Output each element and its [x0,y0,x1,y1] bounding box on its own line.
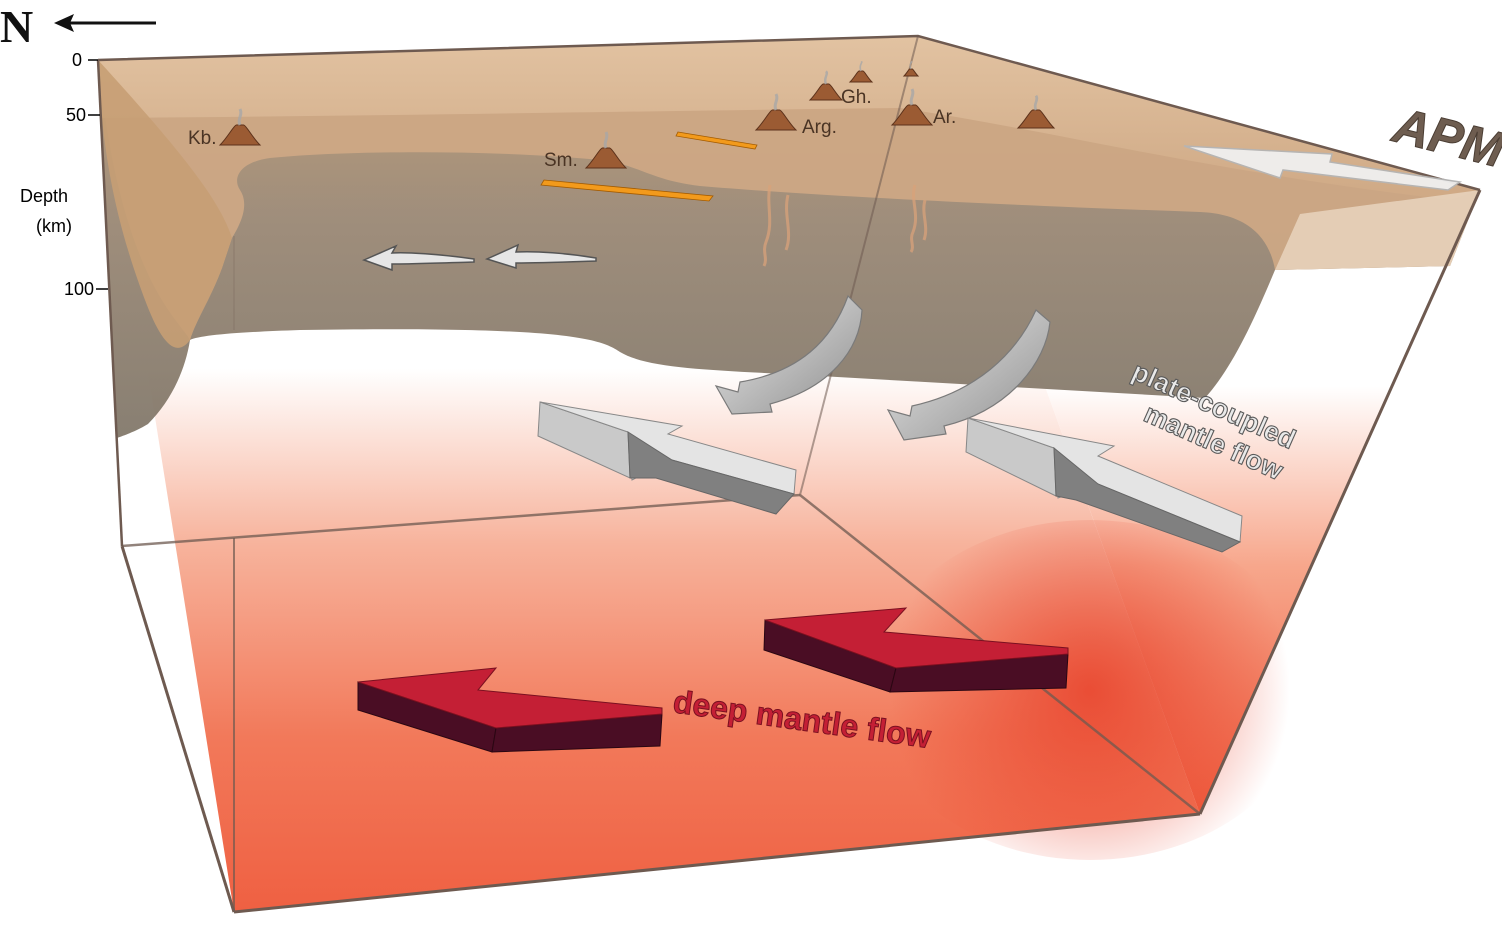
curved-flow-arrow [886,309,1051,441]
depth-axis: 0 50 100 Depth (km) [20,50,108,299]
volcano-icon [218,108,262,146]
box-edge-mid-horizontal [121,493,801,548]
crust-right-edge [1275,190,1480,270]
depth-tick-label-100: 100 [64,279,94,299]
apm-arrow [1183,145,1463,191]
curved-flow-arrow [714,294,863,415]
depth-axis-title-line2: (km) [36,216,72,236]
crust-top-surface [98,36,1480,200]
volcano-icon [754,93,798,131]
lithosphere-flow-arrows [361,243,597,272]
lithosphere-flow-arrow [484,243,597,270]
volcano-label: Gh. [841,87,872,108]
depth-tick-label-0: 0 [72,50,82,70]
volcano-icon [848,61,874,83]
dike-upper [675,131,758,150]
volcano-label: Sm. [544,150,578,171]
deep-mantle-arrow [763,607,1069,693]
volcanoes: Kb. Sm. Arg.Gh. Ar. [188,61,1056,171]
apm-arrow-group: APM [1183,96,1502,191]
box-edges [96,34,1482,914]
dikes [540,131,928,267]
box-edge-right [1198,189,1482,815]
box-edge-left [96,59,124,547]
volcano-icon [1016,94,1056,129]
volcano-label: Arg. [802,117,837,138]
crust-left-edge [98,60,232,348]
box-edge-back-vertical [799,35,919,496]
north-arrow-icon [54,14,156,32]
volcano-icon [808,70,844,101]
apm-label: APM [1386,96,1502,178]
deep-mantle-arrow [357,667,663,753]
volcano-icon [584,131,628,169]
north-indicator: N [0,1,156,52]
plate-coupled-arrows [537,401,1243,553]
depth-tick-label-50: 50 [66,105,86,125]
plate-coupled-arrow [965,417,1243,553]
depth-axis-title-line1: Depth [20,186,68,206]
curved-flow-arrows [714,294,1051,441]
deep-mantle-arrows [357,607,1069,753]
box-edge-front-left [120,545,236,913]
melt-channels [762,184,928,267]
volcano-label: Ar. [933,107,956,128]
lithosphere-flow-arrow [361,244,475,272]
north-label: N [0,1,33,52]
plate-coupled-arrow [537,401,797,515]
dike-lower [540,179,714,202]
volcano-icon [902,61,920,77]
volcano-icon [890,88,934,126]
volcano-label: Kb. [188,128,217,149]
box-edge-bottom [233,812,1201,914]
mantle-hotspot [870,520,1310,860]
